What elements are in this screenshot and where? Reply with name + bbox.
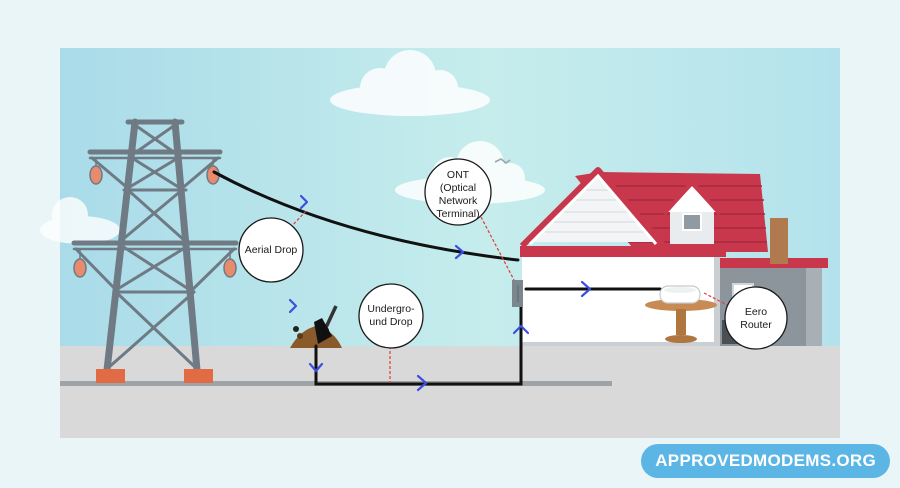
label-text: Aerial Drop — [245, 244, 298, 256]
transmission-tower — [71, 118, 239, 374]
brand-badge[interactable]: APPROVEDMODEMS.ORG — [641, 444, 890, 478]
arrow-icon — [299, 194, 309, 210]
brand-text: APPROVEDMODEMS.ORG — [655, 451, 876, 470]
bird-icon — [494, 158, 511, 165]
label-text: ONT — [447, 169, 470, 181]
arrow-icon — [416, 374, 428, 392]
cloud-icon — [40, 197, 120, 244]
label-eero-router: Eero Router — [724, 286, 788, 350]
arrow-icon — [308, 362, 324, 373]
insulator-icon — [73, 158, 237, 278]
arrow-icon — [512, 324, 530, 335]
cloud-icon — [330, 50, 490, 116]
aerial-cable — [212, 170, 520, 262]
label-text: Router — [740, 319, 772, 331]
tower-footing — [184, 369, 213, 383]
arrow-icon — [454, 244, 465, 260]
label-text: Terminal) — [436, 208, 479, 220]
label-ont: ONT (Optical Network Terminal) — [424, 158, 492, 226]
label-text: (Optical — [440, 182, 476, 194]
label-text: Undergro- — [367, 303, 415, 315]
shovel-icon — [293, 305, 338, 344]
fiber-cable — [212, 170, 662, 386]
label-text: und Drop — [369, 316, 412, 328]
label-aerial-drop: Aerial Drop — [238, 217, 304, 283]
underground-cable — [314, 294, 523, 386]
ground — [60, 346, 840, 438]
arrow-icon — [580, 280, 592, 298]
label-text: Eero — [745, 306, 767, 318]
eero-router-icon — [659, 285, 701, 304]
label-underground-drop: Undergro- und Drop — [358, 283, 424, 349]
label-text: Network — [439, 195, 478, 207]
direction-arrows — [288, 194, 592, 392]
arrow-icon — [288, 298, 298, 314]
tower-footing — [96, 369, 125, 383]
